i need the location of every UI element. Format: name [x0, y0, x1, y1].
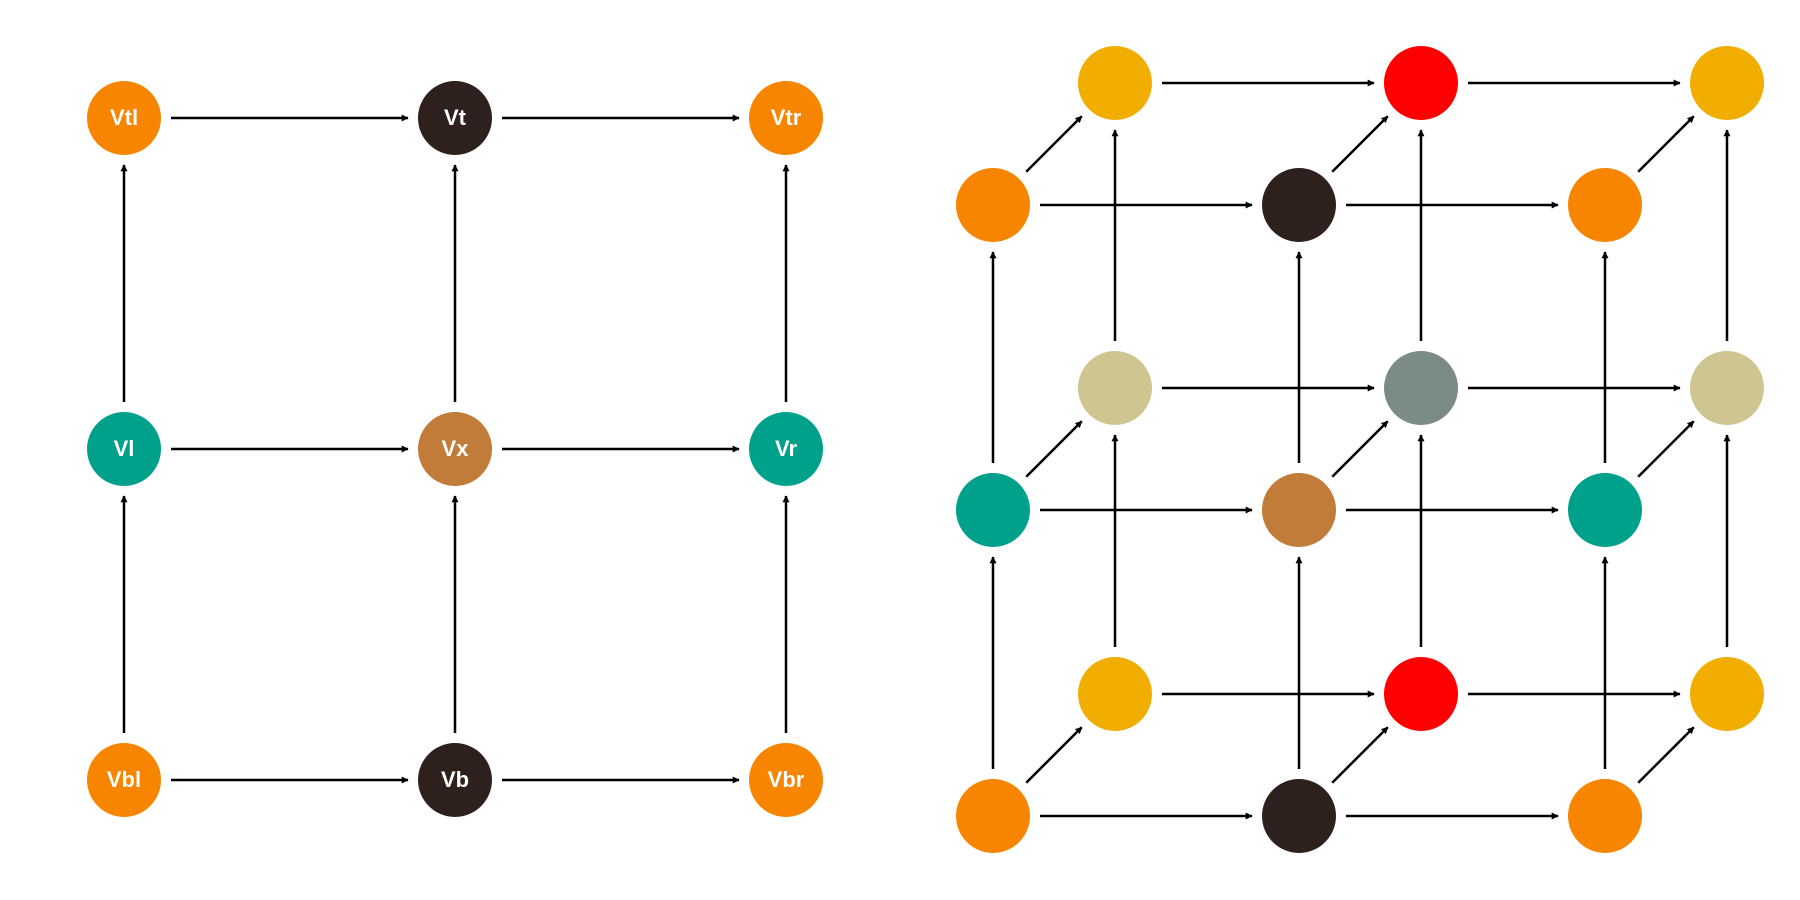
node-circle-l: [87, 412, 161, 486]
node-vbl: Vbl: [87, 743, 161, 817]
node-label-br: Vbr: [768, 767, 805, 792]
edge-3d-depth-1-2: [1637, 420, 1695, 478]
node-3d-front-0-2: [1568, 168, 1642, 242]
node-3d-back-0-0: [1078, 46, 1152, 120]
edge-3d-depth-2-2: [1637, 726, 1695, 784]
node-3d-front-0-0: [956, 168, 1030, 242]
node-vb: Vb: [418, 743, 492, 817]
node-3d-front-1-0: [956, 473, 1030, 547]
node-circle-bl: [87, 743, 161, 817]
edge-3d-depth-0-1: [1331, 115, 1389, 173]
node-3d-back-2-2: [1690, 657, 1764, 731]
node-3d-front-0-1: [1262, 168, 1336, 242]
node-circle-b: [418, 743, 492, 817]
edges-2d: [120, 114, 790, 784]
node-label-x: Vx: [442, 436, 470, 461]
node-3d-back-0-1: [1384, 46, 1458, 120]
nodes-3d: [956, 46, 1764, 853]
node-vl: Vl: [87, 412, 161, 486]
edge-3d-depth-1-0: [1025, 420, 1083, 478]
node-circle-x: [418, 412, 492, 486]
node-3d-back-0-2: [1690, 46, 1764, 120]
node-3d-back-1-2: [1690, 351, 1764, 425]
node-3d-front-1-1: [1262, 473, 1336, 547]
node-3d-back-1-0: [1078, 351, 1152, 425]
node-label-t: Vt: [444, 105, 467, 130]
node-label-r: Vr: [775, 436, 797, 461]
node-circle-br: [749, 743, 823, 817]
node-3d-front-2-1: [1262, 779, 1336, 853]
node-vx: Vx: [418, 412, 492, 486]
edge-3d-depth-0-0: [1025, 115, 1083, 173]
node-3d-front-1-2: [1568, 473, 1642, 547]
node-label-l: Vl: [114, 436, 135, 461]
node-vtr: Vtr: [749, 81, 823, 155]
three-dimensional-grid: [956, 46, 1764, 853]
node-circle-r: [749, 412, 823, 486]
node-3d-front-2-0: [956, 779, 1030, 853]
node-label-tl: Vtl: [110, 105, 138, 130]
node-circle-tl: [87, 81, 161, 155]
edges-3d: [989, 79, 1731, 820]
edge-3d-depth-2-0: [1025, 726, 1083, 784]
node-vbr: Vbr: [749, 743, 823, 817]
node-label-tr: Vtr: [771, 105, 802, 130]
node-3d-back-1-1: [1384, 351, 1458, 425]
node-3d-back-2-1: [1384, 657, 1458, 731]
node-vtl: Vtl: [87, 81, 161, 155]
node-circle-t: [418, 81, 492, 155]
node-vt: Vt: [418, 81, 492, 155]
node-3d-front-2-2: [1568, 779, 1642, 853]
edge-3d-depth-1-1: [1331, 420, 1389, 478]
edge-3d-depth-0-2: [1637, 115, 1695, 173]
node-label-b: Vb: [441, 767, 469, 792]
node-3d-back-2-0: [1078, 657, 1152, 731]
edge-3d-depth-2-1: [1331, 726, 1389, 784]
node-vr: Vr: [749, 412, 823, 486]
node-circle-tr: [749, 81, 823, 155]
node-label-bl: Vbl: [107, 767, 141, 792]
